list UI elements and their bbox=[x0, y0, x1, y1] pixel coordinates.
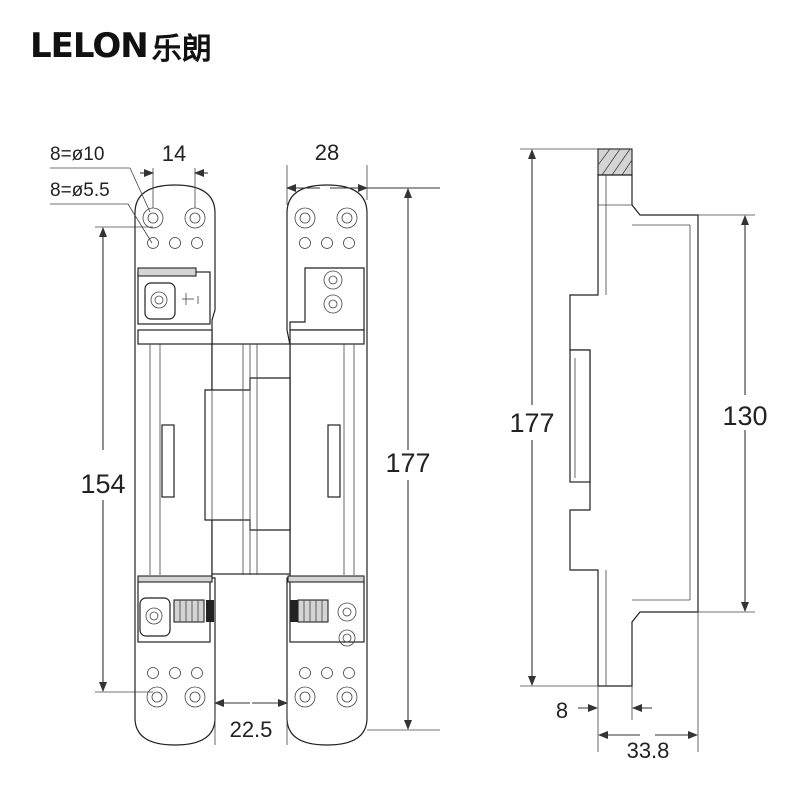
dim-overall-length-front-label: 177 bbox=[385, 448, 430, 478]
dim-hole-spacing-label: 14 bbox=[162, 141, 186, 166]
brand-name-chinese: 乐朗 bbox=[151, 32, 212, 67]
right-leaf bbox=[286, 184, 368, 746]
brand-name: LELON bbox=[30, 26, 149, 66]
dim-body-width: 28 bbox=[286, 140, 440, 205]
left-leaf bbox=[134, 184, 216, 746]
dim-screw-length-label: 154 bbox=[80, 469, 125, 499]
side-view: 177 130 8 33.8 bbox=[509, 148, 768, 763]
dim-body-width-label: 28 bbox=[315, 140, 339, 165]
dim-body-length: 130 bbox=[698, 214, 768, 613]
front-view: 14 8=ø10 8=ø5.5 28 154 bbox=[50, 140, 440, 746]
hole-callouts: 8=ø10 8=ø5.5 bbox=[50, 144, 153, 244]
brand-logo: LELON 乐朗 bbox=[30, 26, 212, 67]
dim-overall-depth: 33.8 bbox=[597, 612, 699, 763]
dim-overall-length-front: 177 bbox=[367, 188, 440, 731]
dim-overall-depth-label: 33.8 bbox=[627, 738, 670, 763]
hole-small-label: 8=ø5.5 bbox=[50, 180, 110, 201]
dim-plate-thickness: 8 bbox=[556, 686, 652, 723]
dim-overall-length-side: 177 bbox=[509, 148, 598, 687]
center-linkage bbox=[204, 343, 291, 575]
hole-large-label: 8=ø10 bbox=[50, 144, 104, 165]
dim-plate-thickness-label: 8 bbox=[556, 698, 568, 723]
dim-overall-length-side-label: 177 bbox=[509, 408, 554, 438]
dim-hole-spacing: 14 bbox=[140, 141, 208, 208]
dim-center-gap-label: 22.5 bbox=[230, 717, 273, 742]
dim-screw-length: 154 bbox=[80, 226, 153, 693]
dim-center-gap: 22.5 bbox=[214, 699, 288, 745]
dim-body-length-label: 130 bbox=[722, 401, 767, 431]
